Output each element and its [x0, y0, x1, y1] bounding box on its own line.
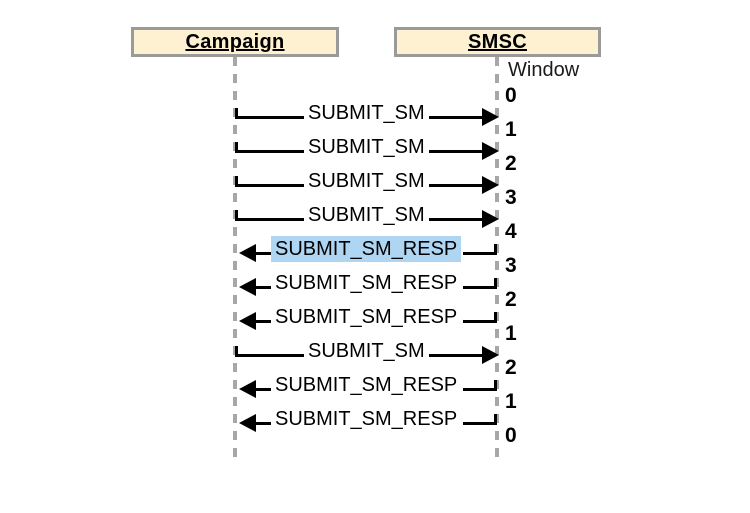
- message-label: SUBMIT_SM: [308, 136, 425, 158]
- arrow-head-right-icon: [482, 346, 499, 364]
- message-line-segment: [429, 116, 483, 119]
- lifeline-campaign: [233, 57, 237, 460]
- message-line-segment: [429, 184, 483, 187]
- message-line-segment: [235, 184, 304, 187]
- message-line-segment: [463, 422, 495, 425]
- message-line-segment: [463, 320, 495, 323]
- message-origin-tick: [494, 244, 497, 255]
- arrow-head-left-icon: [239, 414, 256, 432]
- message-line-segment: [255, 252, 271, 255]
- message-label: SUBMIT_SM_RESP: [275, 272, 458, 294]
- window-column-header: Window: [508, 59, 580, 81]
- arrow-head-right-icon: [482, 108, 499, 126]
- message-label: SUBMIT_SM_RESP: [275, 408, 458, 430]
- message-line-segment: [463, 252, 495, 255]
- message-line-segment: [235, 150, 304, 153]
- arrow-head-left-icon: [239, 244, 256, 262]
- message-line-segment: [463, 388, 495, 391]
- message-origin-tick: [235, 108, 238, 119]
- message-row: SUBMIT_SM: [0, 168, 750, 194]
- message-origin-tick: [494, 380, 497, 391]
- message-line-segment: [463, 286, 495, 289]
- message-label: SUBMIT_SM: [308, 102, 425, 124]
- message-line-segment: [255, 388, 271, 391]
- message-origin-tick: [235, 346, 238, 357]
- message-origin-tick: [235, 176, 238, 187]
- window-value: 1: [505, 322, 517, 345]
- arrow-head-right-icon: [482, 176, 499, 194]
- message-row: SUBMIT_SM_RESP: [0, 304, 750, 330]
- message-line-segment: [235, 218, 304, 221]
- message-line-segment: [255, 320, 271, 323]
- message-line-segment: [235, 354, 304, 357]
- message-row: SUBMIT_SM: [0, 100, 750, 126]
- arrow-head-left-icon: [239, 312, 256, 330]
- message-origin-tick: [494, 312, 497, 323]
- message-row: SUBMIT_SM: [0, 202, 750, 228]
- message-row: SUBMIT_SM_RESP: [0, 372, 750, 398]
- message-label: SUBMIT_SM: [308, 340, 425, 362]
- arrow-head-left-icon: [239, 278, 256, 296]
- message-label: SUBMIT_SM_RESP: [275, 374, 458, 396]
- message-label: SUBMIT_SM: [308, 170, 425, 192]
- message-origin-tick: [494, 278, 497, 289]
- message-line-segment: [429, 354, 483, 357]
- message-origin-tick: [235, 142, 238, 153]
- message-origin-tick: [235, 210, 238, 221]
- window-value: 0: [505, 84, 517, 107]
- message-line-segment: [255, 286, 271, 289]
- arrow-head-right-icon: [482, 210, 499, 228]
- window-value: 4: [505, 220, 517, 243]
- window-value: 0: [505, 424, 517, 447]
- message-line-segment: [429, 218, 483, 221]
- message-origin-tick: [494, 414, 497, 425]
- message-row: SUBMIT_SM_RESP: [0, 236, 750, 262]
- lifeline-smsc: [495, 57, 499, 460]
- message-label: SUBMIT_SM: [308, 204, 425, 226]
- participant-label-campaign: Campaign: [185, 31, 285, 53]
- message-line-segment: [235, 116, 304, 119]
- window-value: 3: [505, 186, 517, 209]
- window-value: 1: [505, 390, 517, 413]
- message-label: SUBMIT_SM_RESP: [271, 236, 462, 262]
- window-value: 2: [505, 288, 517, 311]
- arrow-head-left-icon: [239, 380, 256, 398]
- window-value: 2: [505, 356, 517, 379]
- message-row: SUBMIT_SM: [0, 134, 750, 160]
- participant-box-campaign: Campaign: [131, 27, 339, 57]
- window-value: 1: [505, 118, 517, 141]
- message-label: SUBMIT_SM_RESP: [275, 306, 458, 328]
- message-line-segment: [429, 150, 483, 153]
- participant-label-smsc: SMSC: [468, 31, 527, 53]
- window-value: 3: [505, 254, 517, 277]
- message-line-segment: [255, 422, 271, 425]
- message-row: SUBMIT_SM: [0, 338, 750, 364]
- participant-box-smsc: SMSC: [394, 27, 601, 57]
- message-row: SUBMIT_SM_RESP: [0, 270, 750, 296]
- message-row: SUBMIT_SM_RESP: [0, 406, 750, 432]
- arrow-head-right-icon: [482, 142, 499, 160]
- window-value: 2: [505, 152, 517, 175]
